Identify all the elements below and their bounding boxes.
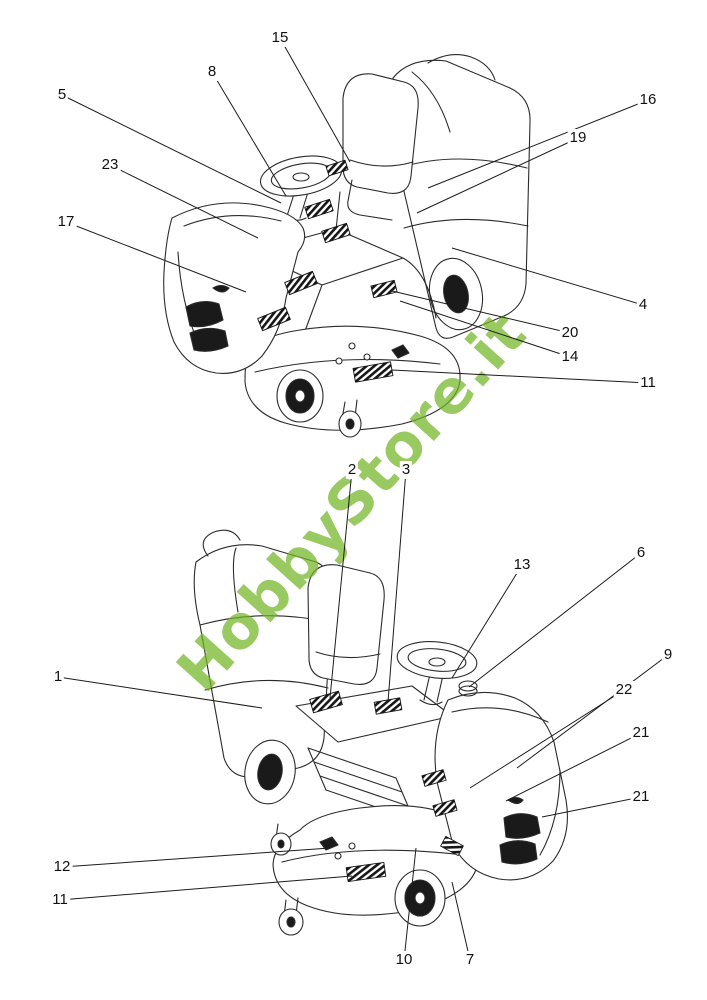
body-edge [304,284,323,332]
headlight-grille [185,301,224,328]
grass-catcher-handle [202,529,241,557]
steering-column [299,191,309,219]
deck-bolt [335,357,343,365]
caster-wheel-hub [286,916,296,928]
caster-wheel-hub [345,418,355,430]
headlight-grille [503,813,541,839]
warning-stickers-lower [309,690,464,883]
grass-catcher-seam [403,218,529,229]
grass-catcher-fold [232,547,239,613]
warning-sticker [257,306,291,332]
deck-bolt [348,842,356,850]
front-wheel-hub [414,891,426,905]
steering-column [436,674,444,703]
seat-bracket [347,179,393,221]
rear-wheel-hub [257,753,283,791]
grass-catcher [193,544,333,778]
deck-bracket [319,836,339,851]
warning-sticker [370,279,398,299]
front-wheel-hub [294,389,306,403]
warning-sticker [284,270,318,296]
warning-sticker [304,198,334,220]
seat-crease [349,159,414,167]
warning-stickers-upper [257,159,398,383]
warning-sticker [421,769,447,787]
seat [342,73,419,194]
headlight-grille [189,327,229,352]
step-side [307,747,327,791]
grass-catcher-handle [427,54,496,81]
steering-hub [292,172,310,182]
warning-sticker [345,861,387,883]
steering-column [423,673,431,701]
deck-seam [254,358,441,373]
seat [307,564,385,685]
caster-wheel-hub [277,839,285,849]
upper-mower-drawing [163,54,531,438]
steering-hub [428,657,446,667]
warning-sticker [325,159,349,177]
step-edge [319,775,409,807]
warning-sticker [440,835,464,857]
warning-sticker [321,222,351,244]
deck-bolt [348,342,356,350]
step-edge [313,761,403,793]
warning-sticker [432,799,458,817]
warning-sticker [352,361,394,383]
body-edge [335,191,341,231]
lower-mower-drawing [193,529,568,936]
steering-column-base [419,699,443,706]
deck-bolt [334,852,342,860]
headlight-grille [499,840,538,865]
step-edge [307,747,397,779]
deck-bolt [363,353,371,361]
